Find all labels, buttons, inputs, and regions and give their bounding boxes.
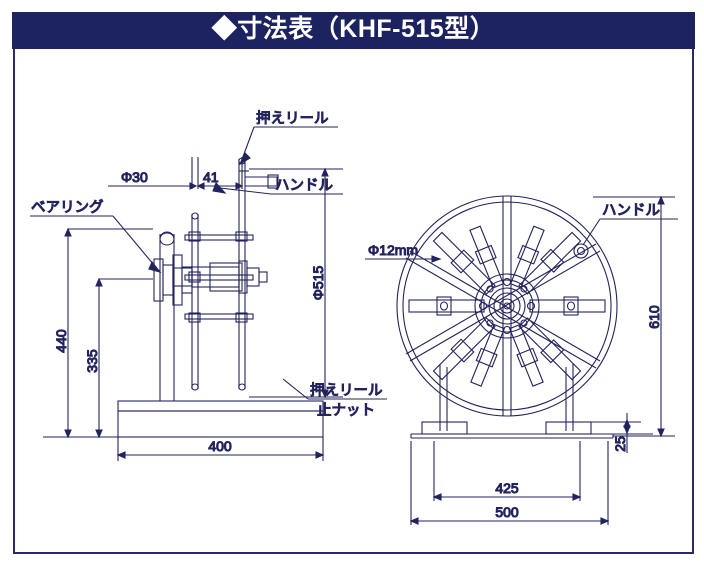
callout-label-bearing: ベアリング: [31, 199, 104, 216]
dim-label-shaft-dia: Φ30: [121, 169, 148, 185]
front-view-ground-line: [410, 433, 614, 439]
dim-label-25: 25: [612, 436, 628, 452]
dim-label-610: 610: [646, 305, 662, 329]
dim-base-400: [116, 437, 325, 461]
reel-main-spokes: [405, 196, 601, 416]
drawing-frame-border: [13, 49, 694, 554]
callout-bearing-leader: [30, 215, 162, 273]
reel-nut-blocks: [188, 231, 248, 323]
dim-label-335: 335: [84, 349, 100, 373]
front-view-handle-knob: [573, 243, 589, 259]
callout-label-front-handle: ハンドル: [602, 203, 660, 219]
dim-shaft-diameter: [108, 157, 199, 190]
reel-frame-rails: [191, 157, 246, 391]
callout-label-press-reel: 押えリール: [256, 110, 329, 127]
callout-press-reel-leader: [238, 126, 338, 166]
reel-cross-bars: [184, 234, 254, 320]
front-view-group: Φ12mm ハンドル 610: [365, 195, 678, 525]
reel-rod-arms: [408, 225, 606, 387]
dim-height-440: [43, 227, 153, 439]
callout-label-handle: ハンドル: [275, 178, 333, 194]
dim-foot-height-25: [591, 413, 653, 453]
technical-drawing: Φ30 41 ベアリング: [30, 109, 678, 525]
dim-foot-span-425: [432, 441, 582, 501]
hub-bolt-circle: [478, 277, 536, 335]
dim-label-gap-41: 41: [203, 169, 219, 185]
reel-outer-rim: [396, 195, 618, 417]
dim-label-440: 440: [53, 329, 69, 353]
page-title: ◆寸法表（KHF-515型）: [211, 15, 496, 43]
side-view-support-post: [159, 231, 175, 401]
page-title-bar: ◆寸法表（KHF-515型）: [12, 12, 695, 49]
callout-rod-dia-leader: [365, 255, 442, 263]
dim-base-width-500: [409, 441, 610, 525]
callout-label-press-reel-nut-1: 押えリール: [310, 382, 383, 399]
front-view-legs: [439, 364, 574, 431]
dim-label-425: 425: [495, 480, 519, 496]
reel-hub: [474, 273, 540, 339]
dim-reel-diameter: [249, 167, 343, 399]
side-view-base-plate: [117, 400, 324, 438]
callout-label-press-reel-nut-2: 止ナット: [317, 402, 375, 419]
callout-label-rod-dia: Φ12mm: [368, 242, 418, 258]
side-view-handle: [239, 170, 279, 189]
dim-label-reel-dia: Φ515: [310, 266, 326, 301]
callout-handle-leader: [212, 181, 343, 195]
dim-label-400: 400: [208, 438, 232, 454]
dim-label-500: 500: [495, 504, 519, 520]
dim-height-335: [95, 277, 153, 439]
callout-press-reel-nut-leader: [282, 378, 387, 400]
reel-hub-shaft: [172, 260, 268, 294]
side-view-group: Φ30 41 ベアリング: [30, 109, 387, 461]
dim-total-height-610: [593, 195, 675, 438]
callout-front-handle-leader: [582, 218, 678, 246]
